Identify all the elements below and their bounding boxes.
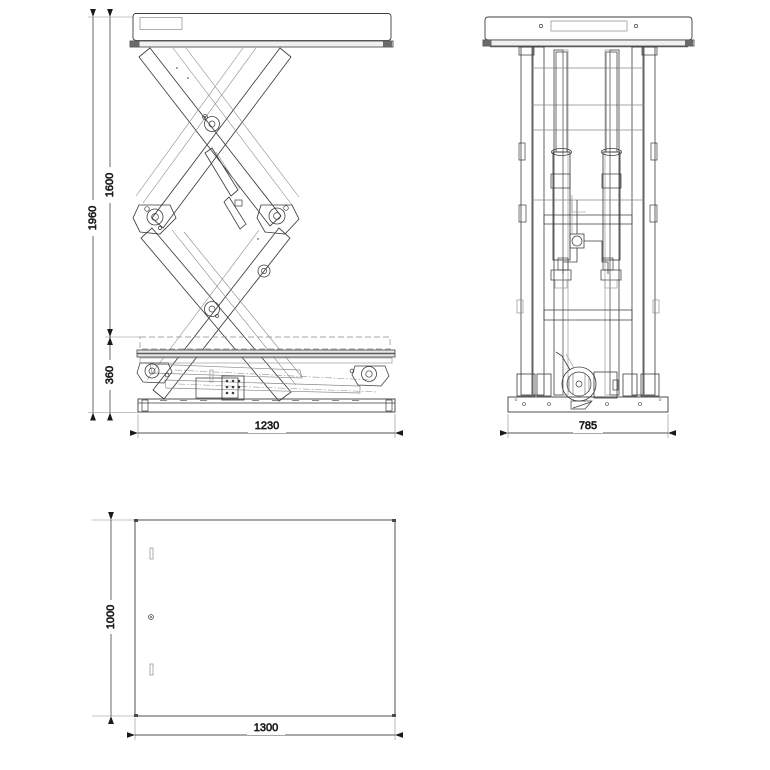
- dim-label-360: 360: [104, 366, 116, 384]
- guide-columns-front: [516, 46, 660, 396]
- dim-label-1230: 1230: [255, 420, 279, 432]
- dimension-height-overall: 1960: [86, 9, 100, 421]
- dimension-width-base: 785: [500, 419, 676, 436]
- view-plan: [134, 519, 396, 717]
- lowered-position-ghost: [139, 336, 391, 350]
- view-side-elevation: [129, 13, 396, 413]
- scissor-knuckle-left: [132, 204, 177, 235]
- dim-label-1000: 1000: [105, 605, 117, 629]
- view-front-elevation: [482, 16, 695, 413]
- hydraulic-cylinder-side: [204, 147, 247, 230]
- dim-label-1300: 1300: [254, 722, 278, 734]
- dimension-plan-length: 1300: [127, 721, 403, 738]
- dim-label-785: 785: [579, 420, 597, 432]
- dimension-plan-depth: 1000: [104, 512, 118, 724]
- hydraulic-cylinders-front: [550, 51, 622, 261]
- dimension-height-lowered: 360: [103, 329, 117, 421]
- base-frame-front: [507, 396, 669, 413]
- platform-deck-side: [129, 13, 394, 48]
- platform-deck-front: [482, 16, 695, 48]
- scissor-arm-upper: [135, 47, 300, 229]
- platform-lowered-side: [136, 349, 396, 364]
- motor-pump-front: [555, 351, 619, 402]
- power-unit-side: [195, 369, 245, 401]
- dimension-length-base: 1230: [130, 419, 403, 436]
- dimension-height-stroke: 1600: [103, 9, 117, 345]
- plan-mounting-features: [148, 547, 154, 676]
- extension-lines-plan: [92, 519, 396, 740]
- dimension-lines: 1960 1600 360 1230: [86, 9, 676, 740]
- cross-braces-front: [532, 67, 644, 321]
- plan-corner-marks: [134, 519, 396, 717]
- inner-uprights-front: [553, 49, 620, 396]
- dim-label-1960: 1960: [87, 206, 99, 230]
- base-feet-front: [516, 373, 660, 397]
- hydraulic-manifold-front: [550, 195, 622, 289]
- base-frame-side: [137, 398, 396, 413]
- stabiliser-linkage-side: [136, 362, 390, 394]
- dim-label-1600: 1600: [104, 173, 116, 197]
